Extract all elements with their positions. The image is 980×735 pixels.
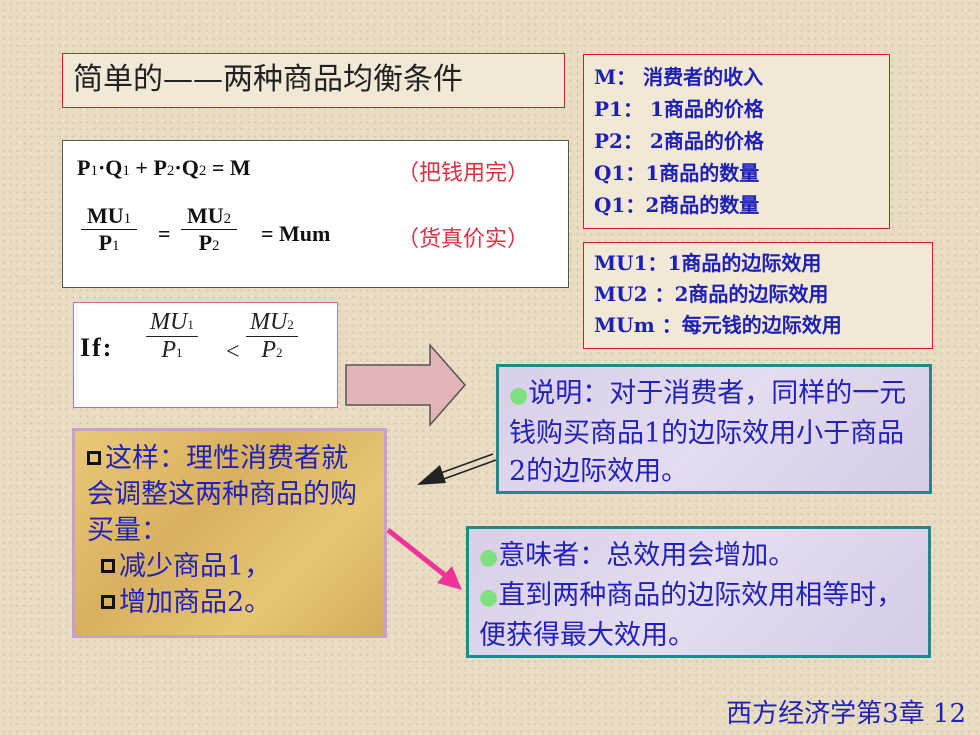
adjust-intro: 这样：理性消费者就会调整这两种商品的购买量： (87, 443, 357, 546)
double-arrow-icon (417, 453, 497, 485)
variable-legend-box: M： 消费者的收入 P1： 1商品的价格 P2： 2商品的价格 Q1：1商品的数… (583, 54, 890, 229)
adjust-item-increase: 增加商品2。 (119, 587, 272, 618)
square-bullet-icon (101, 558, 115, 573)
explanation-text: 说明：对于消费者，同样的一元钱购买商品1的边际效用小于商品2的边际效用。 (509, 378, 907, 487)
legend-line-mu1: MU1：1商品的边际效用 (594, 251, 822, 275)
legend-line-m: M： 消费者的收入 (594, 65, 764, 89)
bullet-dot-icon: ● (479, 545, 499, 570)
slide-footer: 西方经济学第3章 12 (726, 699, 966, 729)
if-fraction-mu1-p1: MU1 P1 (146, 309, 198, 364)
if-label: If: (80, 333, 114, 362)
result-line-2: 直到两种商品的边际效用相等时，便获得最大效用。 (479, 580, 904, 651)
note-spend-all: （把钱用完） (397, 160, 530, 185)
adjustment-box: 这样：理性消费者就会调整这两种商品的购买量： 减少商品1， 增加商品2。 (72, 428, 387, 638)
legend-line-p1: P1： 1商品的价格 (594, 97, 764, 121)
legend-line-mu2: MU2 ：2商品的边际效用 (594, 282, 829, 306)
legend-line-p2: P2： 2商品的价格 (594, 129, 764, 153)
title-text: 简单的——两种商品均衡条件 (73, 62, 463, 97)
result-line-1: 意味者：总效用会增加。 (498, 540, 796, 571)
square-bullet-icon (101, 594, 115, 609)
if-fraction-mu2-p2: MU2 P2 (246, 309, 298, 364)
result-box: ●意味者：总效用会增加。 ●直到两种商品的边际效用相等时，便获得最大效用。 (466, 526, 931, 658)
fraction-mu2-p2: MU2 P2 (181, 203, 238, 256)
bullet-dot-icon: ● (479, 585, 499, 610)
fraction-mu1-p1: MU1 P1 (81, 203, 138, 256)
less-than-sign: < (226, 339, 240, 365)
block-arrow-right-icon (345, 343, 466, 427)
bullet-dot-icon: ● (509, 383, 529, 408)
square-bullet-icon (87, 450, 101, 465)
magenta-arrow-icon (386, 528, 462, 590)
utility-legend-box: MU1：1商品的边际效用 MU2 ：2商品的边际效用 MUm ：每元钱的边际效用 (583, 242, 933, 349)
equals-sign: = (158, 221, 171, 246)
if-condition-box: If: MU1 P1 < MU2 P2 (73, 302, 338, 408)
slide-title: 简单的——两种商品均衡条件 (62, 53, 565, 108)
equals-mum: = Mum (261, 221, 331, 246)
budget-equation: P1·Q1 + P2·Q2 = M (77, 155, 251, 180)
note-worth-money: （货真价实） (397, 226, 530, 251)
legend-line-q2: Q1：2商品的数量 (594, 193, 760, 217)
equilibrium-formula-box: P1·Q1 + P2·Q2 = M （把钱用完） MU1 P1 = MU2 P2… (62, 140, 569, 288)
legend-line-mum: MUm ：每元钱的边际效用 (594, 313, 842, 337)
legend-line-q1: Q1：1商品的数量 (594, 161, 760, 185)
adjust-item-decrease: 减少商品1， (119, 551, 272, 582)
explanation-box: ●说明：对于消费者，同样的一元钱购买商品1的边际效用小于商品2的边际效用。 (496, 364, 932, 494)
